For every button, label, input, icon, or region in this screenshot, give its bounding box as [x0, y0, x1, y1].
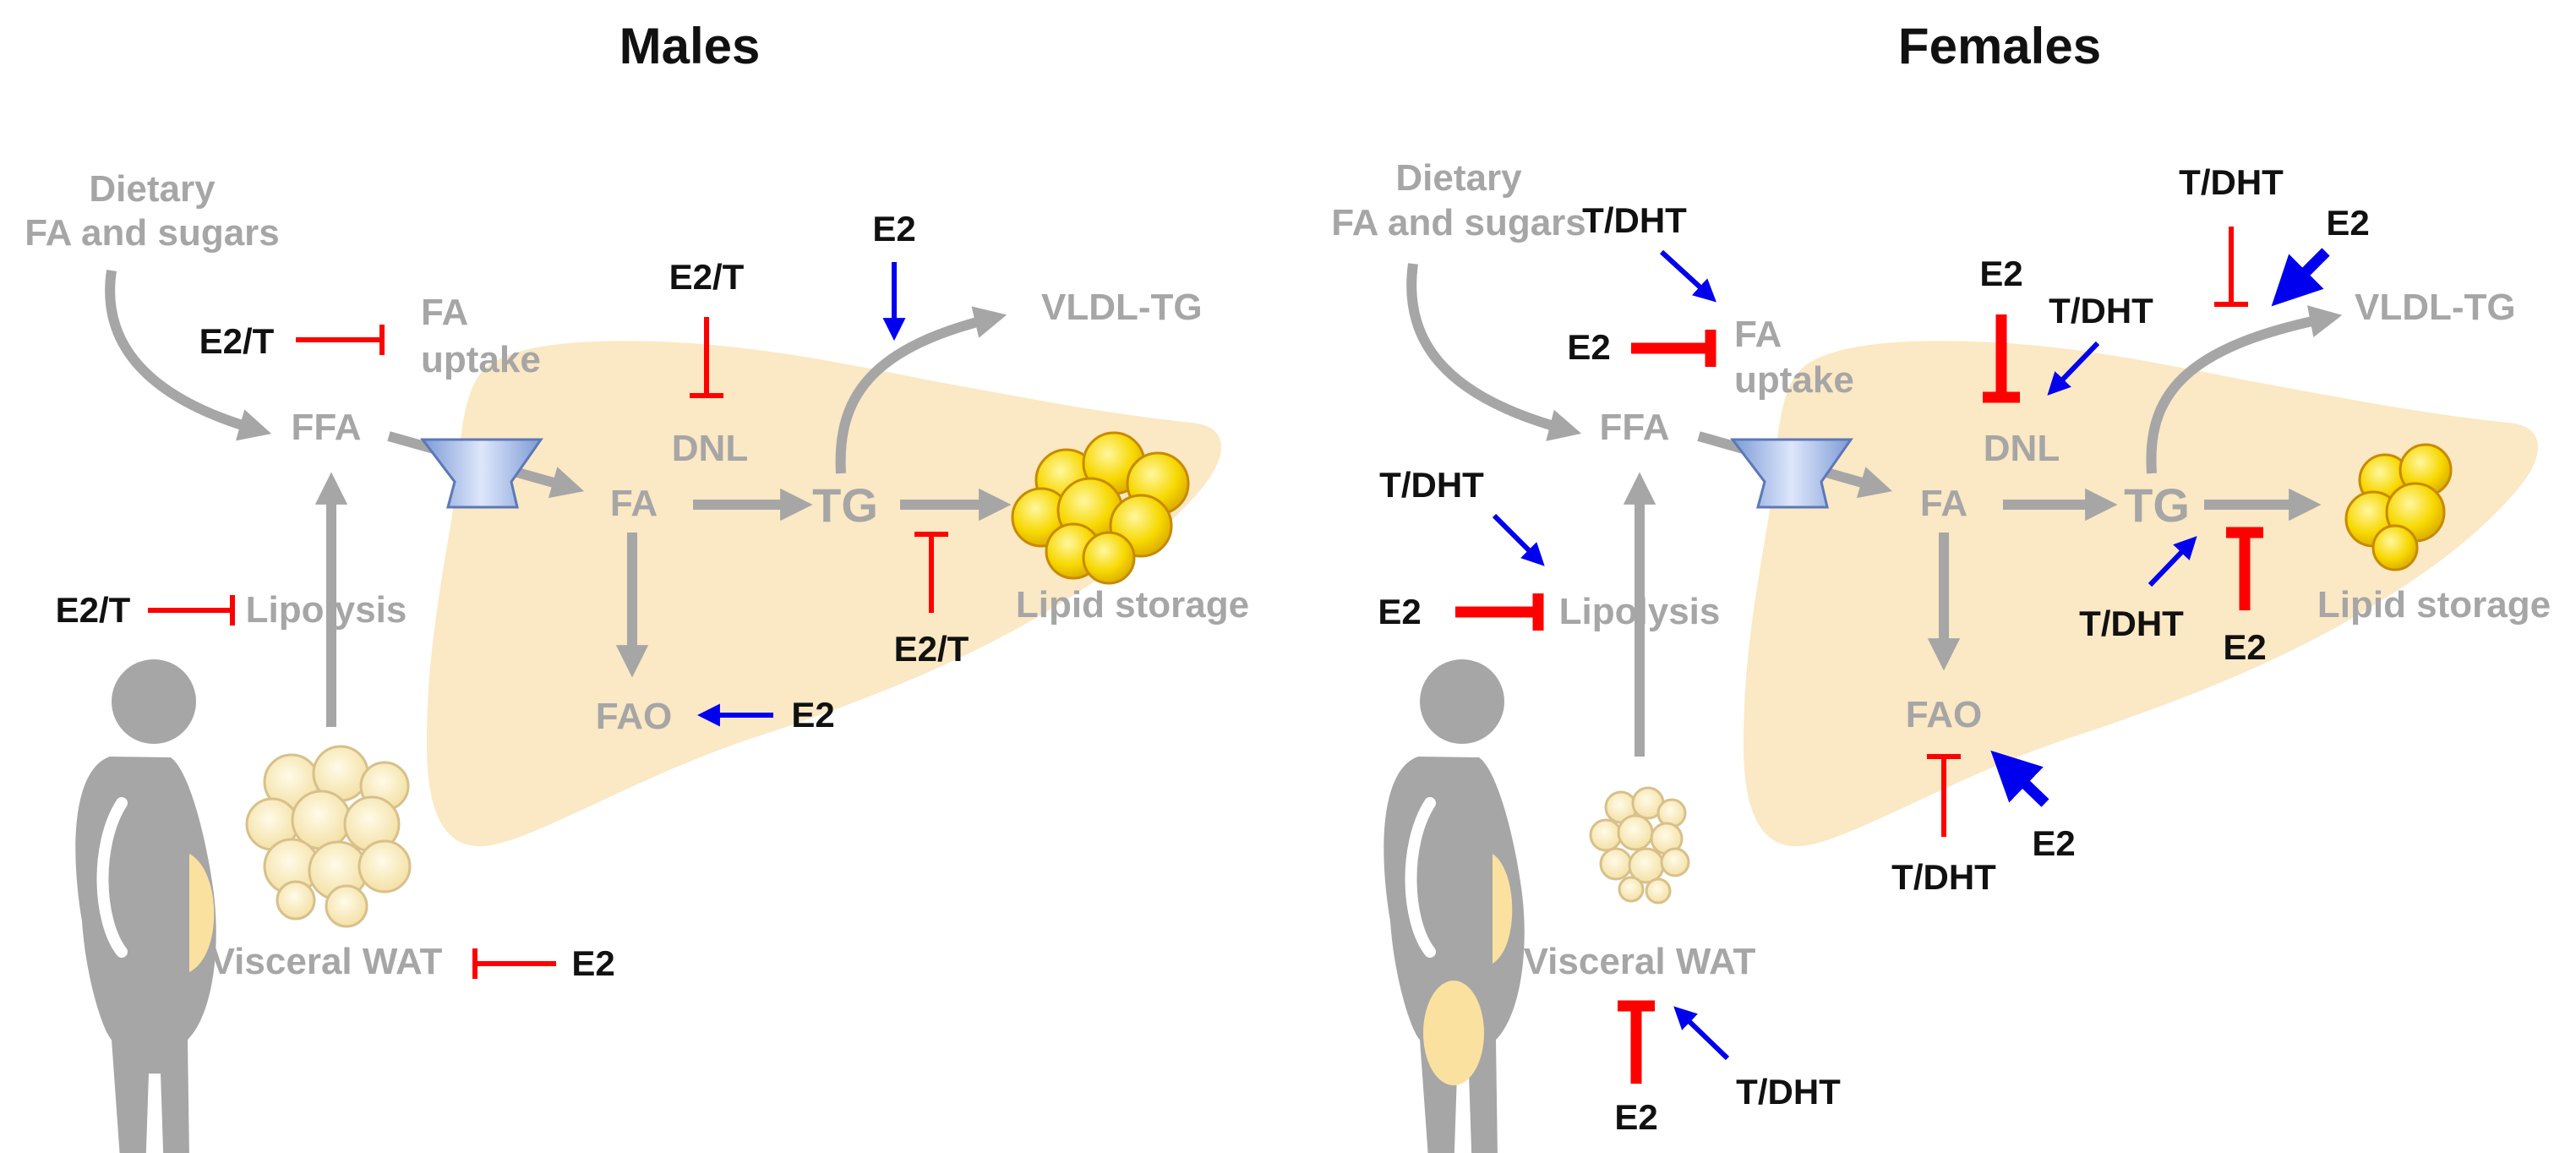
dietary-label-1: Dietary — [89, 168, 216, 210]
fa-transporter-icon — [1729, 438, 1853, 509]
vldl-e2-activation-arrow — [2271, 248, 2330, 307]
dnl-e2-inhibition — [1983, 314, 2020, 403]
ffa-label: FFA — [291, 407, 361, 448]
dnl-inhibition — [690, 317, 723, 398]
reg-wat-e2-label: E2 — [1614, 1097, 1657, 1137]
dietary-label-2: FA and sugars — [1331, 202, 1586, 243]
visceral-wat-label: Visceral WAT — [210, 941, 443, 982]
males-panel: Males Die — [25, 18, 1249, 1153]
reg-fao-tdht-label: T/DHT — [1891, 857, 1996, 897]
fao-tdht-inhibition — [1927, 754, 1961, 837]
person-silhouette-icon — [1384, 659, 1524, 1153]
lipolysis-inhibition — [148, 595, 235, 626]
diet-to-ffa-arrow — [105, 270, 272, 441]
tg-tdht-activation-arrow — [2148, 536, 2197, 587]
wat-inhibition — [472, 948, 556, 979]
males-title: Males — [619, 18, 761, 74]
fa-transporter-icon — [419, 438, 543, 509]
fa-uptake-label-1: FA — [1734, 314, 1782, 355]
reg-fao-e2-label: E2 — [2032, 823, 2075, 863]
females-panel: Females Dietary FA — [1331, 18, 2551, 1153]
tg-label: TG — [2124, 478, 2190, 532]
reg-lipolysis-e2-label: E2 — [1378, 592, 1421, 631]
tg-label: TG — [812, 478, 878, 532]
fa-uptake-inhibition — [296, 325, 385, 355]
adipocytes-icon — [1589, 786, 1690, 904]
fa-uptake-label-2: uptake — [1734, 359, 1854, 401]
reg-tg-tdht-label: T/DHT — [2079, 604, 2184, 643]
person-silhouette-icon — [75, 659, 216, 1153]
lipolysis-tdht-activation-arrow — [1492, 513, 1545, 566]
lipolysis-label: Lipolysis — [246, 589, 407, 631]
vldl-tdht-inhibition — [2214, 227, 2248, 307]
reg-uptake-e2-label: E2 — [1567, 327, 1610, 367]
dnl-label: DNL — [1984, 428, 2060, 469]
lipid-storage-label: Lipid storage — [2317, 584, 2551, 626]
adipocytes-icon — [245, 745, 412, 928]
ffa-label: FFA — [1599, 407, 1669, 448]
diet-to-ffa-arrow — [1406, 263, 1582, 441]
fa-label: FA — [1920, 483, 1967, 524]
reg-storage-e2-label: E2 — [2223, 627, 2266, 667]
reg-vldl-tdht-label: T/DHT — [2179, 162, 2284, 202]
reg-dnl-label: E2/T — [669, 257, 745, 297]
visceral-wat-label: Visceral WAT — [1524, 941, 1756, 982]
lipolysis-e2-inhibition — [1455, 593, 1544, 631]
females-title: Females — [1898, 18, 2101, 74]
reg-wat-label: E2 — [571, 943, 614, 983]
vldl-tg-label: VLDL-TG — [2355, 287, 2516, 328]
reg-fa-uptake-label: E2/T — [199, 321, 275, 361]
fao-label: FAO — [596, 696, 672, 737]
reg-vldl-e2-label: E2 — [2326, 203, 2369, 243]
reg-uptake-tdht-label: T/DHT — [1582, 200, 1687, 240]
fa-uptake-label-1: FA — [421, 292, 468, 333]
uptake-e2-inhibition — [1631, 330, 1716, 367]
tg-to-vldl-arrow — [2146, 305, 2343, 474]
reg-wat-tdht-label: T/DHT — [1736, 1072, 1841, 1112]
fa-label: FA — [610, 483, 658, 524]
wat-tdht-activation-arrow — [1673, 1006, 1730, 1061]
fao-e2-activation-arrow — [1990, 750, 2049, 807]
vldl-tg-label: VLDL-TG — [1041, 287, 1203, 328]
dietary-label-2: FA and sugars — [25, 212, 280, 254]
fa-uptake-label-2: uptake — [421, 339, 541, 380]
lipid-droplets-icon — [1011, 431, 1190, 585]
reg-vldl-label: E2 — [872, 209, 915, 249]
fao-label: FAO — [1906, 694, 1982, 735]
storage-inhibition — [914, 532, 948, 613]
reg-dnl-tdht-label: T/DHT — [2049, 291, 2153, 331]
lipid-storage-label: Lipid storage — [1016, 584, 1249, 626]
wat-e2-inhibition — [1618, 1000, 1655, 1084]
liver-shape — [427, 341, 1221, 847]
dnl-label: DNL — [672, 428, 748, 469]
reg-lipolysis-tdht-label: T/DHT — [1379, 465, 1484, 505]
liver-shape — [1744, 341, 2538, 847]
reg-lipolysis-label: E2/T — [56, 590, 131, 630]
storage-e2-inhibition — [2226, 527, 2263, 610]
reg-storage-label: E2/T — [894, 629, 969, 669]
dietary-label-1: Dietary — [1395, 157, 1522, 199]
reg-fao-label: E2 — [791, 695, 834, 735]
tg-to-vldl-arrow — [835, 306, 1007, 474]
dnl-tdht-activation-arrow — [2047, 341, 2100, 396]
lipolysis-label: Lipolysis — [1559, 591, 1721, 632]
reg-dnl-e2-label: E2 — [1979, 254, 2022, 293]
uptake-tdht-activation-arrow — [1659, 249, 1716, 303]
lipid-droplets-icon — [2344, 443, 2453, 571]
